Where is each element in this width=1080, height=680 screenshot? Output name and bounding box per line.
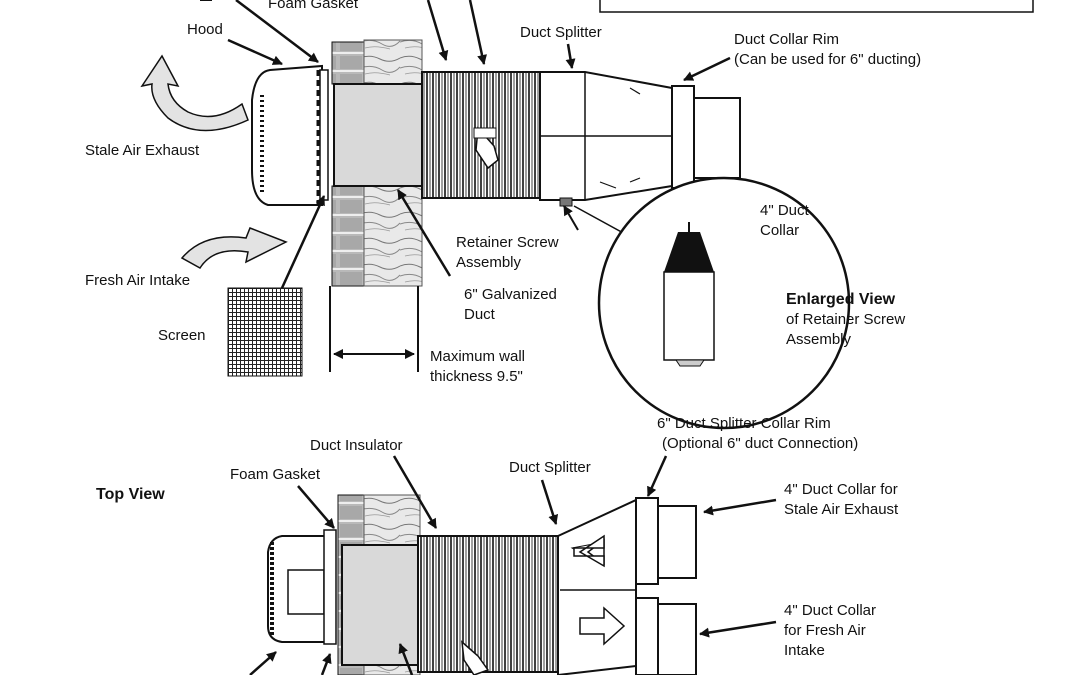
galvanized-duct-shape (333, 83, 425, 187)
label-four-duct-collar-line1: 4" Duct (760, 202, 809, 219)
label-collar-stale-line2: Stale Air Exhaust (784, 501, 899, 518)
label-foam-gasket-bottom: Foam Gasket (230, 466, 321, 483)
label-screen: Screen (158, 327, 206, 344)
label-enlarged-view-line2: of Retainer Screw (786, 311, 906, 328)
side-view (140, 0, 1034, 430)
label-foam-gasket-top: Foam Gasket (268, 0, 359, 12)
label-galvanized-line1: 6" Galvanized (464, 286, 557, 303)
label-retainer-line1: Retainer Screw (456, 234, 559, 251)
wall-wood-top (363, 39, 423, 85)
label-max-wall-line1: Maximum wall (430, 348, 526, 365)
label-galvanized-line2: Duct (464, 306, 495, 323)
label-collar-fresh: 4" Duct Collar for Fresh Air Intake (784, 601, 876, 661)
label-retainer-screw: Retainer Screw Assembly (456, 233, 559, 273)
label-galvanized-duct: 6" Galvanized Duct (464, 285, 557, 325)
label-duct-collar-rim-line2: (Can be used for 6" ducting) (734, 51, 922, 68)
label-splitter-rim-line1: 6" Duct Splitter Collar Rim (657, 415, 831, 432)
label-four-duct-collar-line2: Collar (760, 222, 800, 239)
label-duct-collar-rim: Duct Collar Rim (Can be used for 6" duct… (734, 30, 921, 70)
top-view (249, 455, 777, 677)
label-stale-air-exhaust: Stale Air Exhaust (85, 142, 200, 159)
label-top-view: Top View (96, 486, 165, 503)
label-splitter-rim: 6" Duct Splitter Collar Rim (Optional 6"… (657, 414, 858, 454)
wall-wood-bottom (363, 185, 423, 287)
label-enlarged-view: Enlarged View of Retainer Screw Assembly (786, 290, 905, 350)
enlarged-view-circle (573, 176, 851, 430)
label-fresh-air-intake: Fresh Air Intake (85, 272, 191, 289)
label-duct-splitter-side: Duct Splitter (520, 24, 602, 41)
label-collar-stale-line1: 4" Duct Collar for (784, 481, 898, 498)
label-four-duct-collar: 4" Duct Collar (760, 201, 809, 241)
top-collar-stale-shape (657, 505, 697, 579)
duct-collar-shape (693, 97, 741, 179)
wall-brick-bottom (331, 185, 365, 287)
label-max-wall-line2: thickness 9.5" (430, 368, 523, 385)
label-collar-stale: 4" Duct Collar for Stale Air Exhaust (784, 480, 898, 520)
label-duct-collar-rim-line1: Duct Collar Rim (734, 31, 840, 48)
top-collar-fresh-shape (657, 603, 697, 676)
label-collar-fresh-line1: 4" Duct Collar (784, 602, 877, 619)
fresh-air-arrow (180, 227, 288, 269)
label-enlarged-view-line3: Assembly (786, 331, 852, 348)
label-retainer-line2: Assembly (456, 254, 522, 271)
label-splitter-rim-line2: (Optional 6" duct Connection) (662, 435, 859, 452)
label-max-wall: Maximum wall thickness 9.5" (430, 347, 525, 387)
label-duct-splitter-top: Duct Splitter (509, 459, 591, 476)
label-enlarged-view-title: Enlarged View (786, 291, 896, 308)
label-collar-fresh-line3: Intake (784, 642, 825, 659)
wall-brick-top (331, 41, 365, 85)
label-duct-insulator: Duct Insulator (310, 437, 403, 454)
label-hood: Hood (187, 21, 223, 38)
stale-air-arrow (140, 54, 249, 132)
label-collar-fresh-line2: for Fresh Air (784, 622, 866, 639)
note-box-fragment (599, 0, 1034, 13)
hood-shape (251, 64, 329, 206)
screen-shape (227, 287, 303, 377)
duct-collar-rim-shape (671, 85, 695, 189)
